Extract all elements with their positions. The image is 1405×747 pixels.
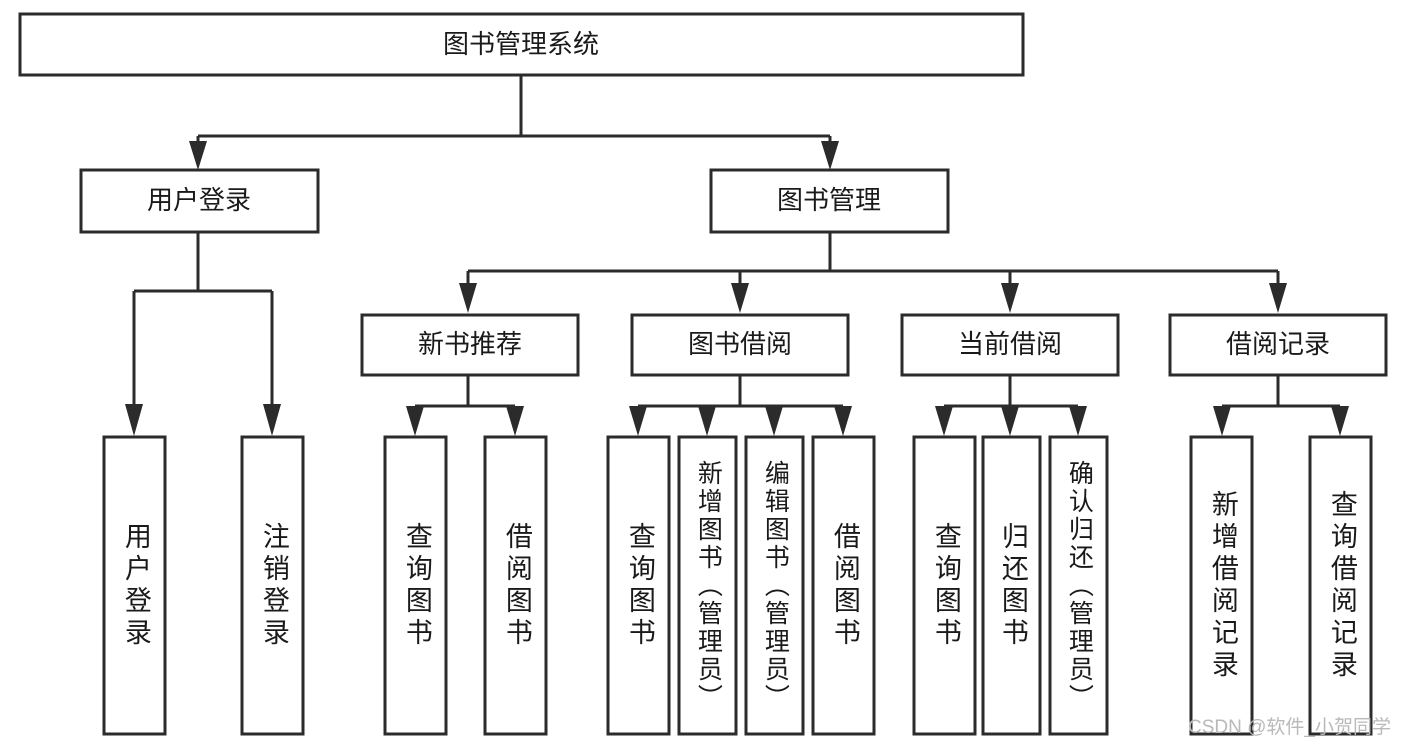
leaf-return-book-label: 归还图书 (998, 522, 1029, 650)
node-book-management-label: 图书管理 (777, 185, 881, 215)
node-current-borrow[interactable]: 当前借阅 (900, 313, 1120, 377)
node-root[interactable]: 图书管理系统 (18, 12, 1025, 77)
node-borrow-record[interactable]: 借阅记录 (1168, 313, 1388, 377)
node-book-borrow-label: 图书借阅 (688, 329, 792, 359)
leaf-add-book-admin[interactable]: 新增图书（管理员） (677, 435, 738, 736)
arrow-bb-c2 (698, 406, 716, 436)
node-root-label: 图书管理系统 (443, 29, 599, 59)
node-current-borrow-box[interactable] (900, 313, 1120, 377)
leaf-add-borrow-record-label: 新增借阅记录 (1208, 490, 1239, 682)
leaf-confirm-return-admin-box[interactable] (1048, 435, 1109, 736)
leaf-edit-book-admin-label: 编辑图书（管理员） (761, 460, 790, 712)
leaf-add-book-admin-label: 新增图书（管理员） (694, 460, 723, 712)
arrow-to-book-borrow (731, 283, 749, 313)
arrow-to-user-login (189, 141, 207, 170)
leaf-edit-book-admin-box[interactable] (744, 435, 805, 736)
node-new-book-recommend-label: 新书推荐 (418, 329, 522, 359)
node-current-borrow-label: 当前借阅 (958, 329, 1062, 359)
connector-group (125, 75, 1349, 436)
arrow-bb-c1 (629, 406, 647, 436)
leaf-user-login-label: 用户登录 (121, 522, 152, 650)
arrow-br-c1 (1213, 406, 1231, 436)
arrow-cb-c3 (1069, 406, 1087, 436)
leaf-query-book-2-label: 查询图书 (625, 522, 656, 650)
leaf-confirm-return-admin-label: 确认归还（管理员） (1065, 460, 1094, 712)
leaf-user-login[interactable]: 用户登录 (102, 435, 167, 736)
arrow-to-borrow-record (1269, 283, 1287, 313)
arrow-ul-child1 (125, 404, 143, 436)
node-user-login-box[interactable] (79, 168, 320, 234)
leaf-query-book-3[interactable]: 查询图书 (912, 435, 977, 736)
arrow-to-book-management (821, 141, 839, 170)
node-book-management-box[interactable] (709, 168, 950, 234)
leaf-query-borrow-record-label: 查询借阅记录 (1327, 490, 1358, 682)
node-user-login[interactable]: 用户登录 (79, 168, 320, 234)
arrow-nbr-c2 (506, 406, 524, 436)
node-book-borrow-box[interactable] (630, 313, 850, 377)
node-book-borrow[interactable]: 图书借阅 (630, 313, 850, 377)
leaf-query-borrow-record-box[interactable] (1308, 435, 1373, 736)
watermark-text: CSDN @软件_小贺同学 (1188, 717, 1391, 738)
arrow-bb-c4 (834, 406, 852, 436)
leaf-query-borrow-record[interactable]: 查询借阅记录 (1308, 435, 1373, 736)
leaf-query-book-3-box[interactable] (912, 435, 977, 736)
leaf-query-book-2-box[interactable] (606, 435, 671, 736)
node-book-management[interactable]: 图书管理 (709, 168, 950, 234)
leaf-confirm-return-admin[interactable]: 确认归还（管理员） (1048, 435, 1109, 736)
leaf-add-borrow-record[interactable]: 新增借阅记录 (1189, 435, 1254, 736)
leaf-user-login-box[interactable] (102, 435, 167, 736)
leaf-query-book-2[interactable]: 查询图书 (606, 435, 671, 736)
node-borrow-record-box[interactable] (1168, 313, 1388, 377)
arrow-cb-c1 (935, 406, 953, 436)
arrow-br-c2 (1331, 406, 1349, 436)
arrow-bb-c3 (765, 406, 783, 436)
leaf-borrow-book-1[interactable]: 借阅图书 (483, 435, 548, 736)
arrow-cb-c2 (1001, 406, 1019, 436)
leaf-query-book-1[interactable]: 查询图书 (383, 435, 448, 736)
arrow-to-new-book (459, 283, 477, 313)
leaf-add-borrow-record-box[interactable] (1189, 435, 1254, 736)
leaf-query-book-1-box[interactable] (383, 435, 448, 736)
leaf-return-book[interactable]: 归还图书 (981, 435, 1042, 736)
node-root-box[interactable] (18, 12, 1025, 77)
leaf-query-book-3-label: 查询图书 (931, 522, 962, 650)
arrow-ul-child2 (263, 404, 281, 436)
node-user-login-label: 用户登录 (147, 185, 251, 215)
leaf-edit-book-admin[interactable]: 编辑图书（管理员） (744, 435, 805, 736)
node-new-book-recommend[interactable]: 新书推荐 (360, 313, 580, 377)
leaf-borrow-book-2[interactable]: 借阅图书 (811, 435, 876, 736)
arrow-to-current-borrow (1001, 283, 1019, 313)
leaf-logout-login[interactable]: 注销登录 (240, 435, 305, 736)
leaf-borrow-book-2-box[interactable] (811, 435, 876, 736)
node-new-book-recommend-box[interactable] (360, 313, 580, 377)
leaf-add-book-admin-box[interactable] (677, 435, 738, 736)
leaf-borrow-book-1-box[interactable] (483, 435, 548, 736)
leaf-return-book-box[interactable] (981, 435, 1042, 736)
leaf-borrow-book-1-label: 借阅图书 (502, 522, 533, 650)
leaf-logout-login-label: 注销登录 (259, 522, 290, 650)
arrow-nbr-c1 (406, 406, 424, 436)
leaf-borrow-book-2-label: 借阅图书 (830, 522, 861, 650)
leaf-logout-login-box[interactable] (240, 435, 305, 736)
leaf-query-book-1-label: 查询图书 (402, 522, 433, 650)
node-borrow-record-label: 借阅记录 (1226, 329, 1330, 359)
